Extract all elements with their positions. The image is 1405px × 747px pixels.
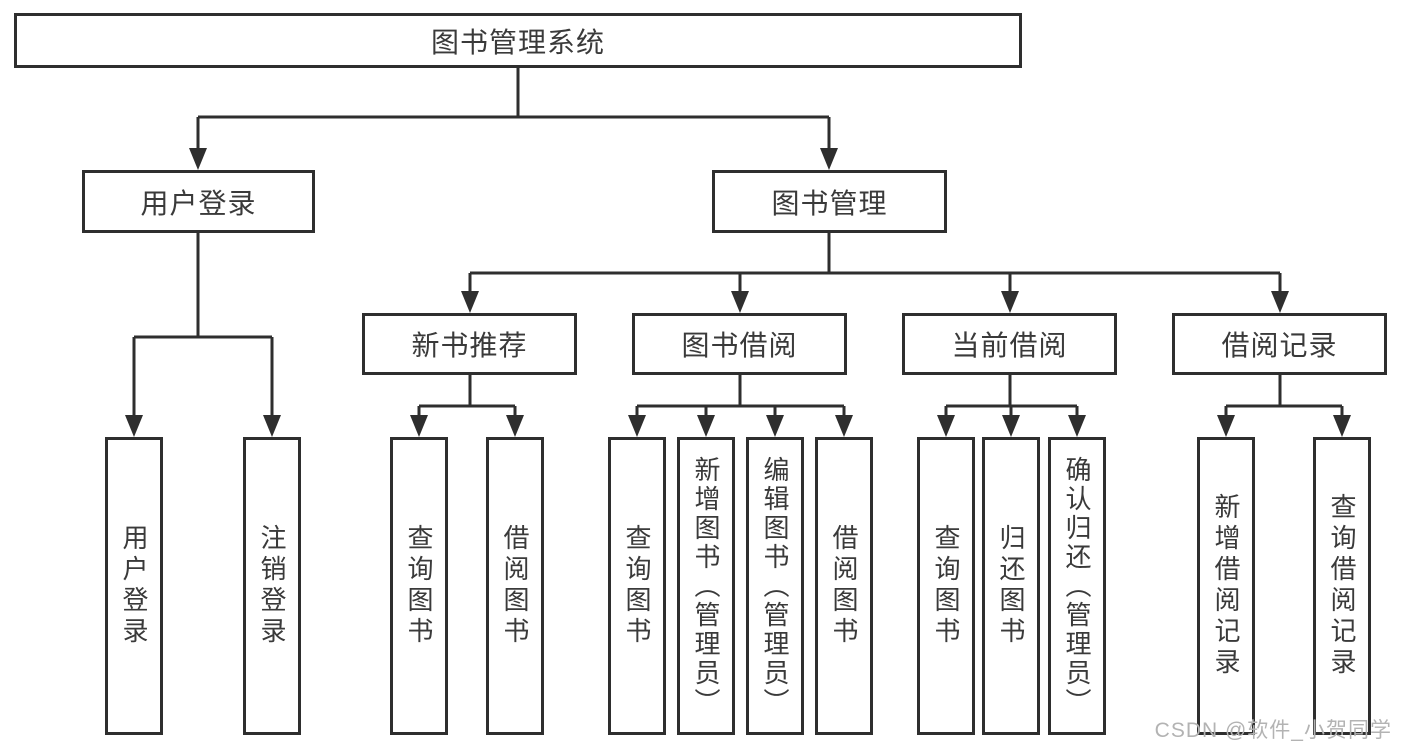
node-book-management: 图书管理 <box>712 170 947 233</box>
leaf-add-book-admin: 新增图书（管理员） <box>677 437 735 735</box>
node-current-borrowing: 当前借阅 <box>902 313 1117 375</box>
leaf-user-login: 用户登录 <box>105 437 163 735</box>
leaf-edit-book-admin: 编辑图书（管理员） <box>746 437 804 735</box>
node-new-book-recommend: 新书推荐 <box>362 313 577 375</box>
node-borrowing-records: 借阅记录 <box>1172 313 1387 375</box>
leaf-logout: 注销登录 <box>243 437 301 735</box>
leaf-add-borrow-record: 新增借阅记录 <box>1197 437 1255 735</box>
leaf-query-books-current: 查询图书 <box>917 437 975 735</box>
node-root-library-system: 图书管理系统 <box>14 13 1022 68</box>
leaf-confirm-return-admin: 确认归还（管理员） <box>1048 437 1106 735</box>
leaf-borrow-books: 借阅图书 <box>815 437 873 735</box>
leaf-query-books-recommend: 查询图书 <box>390 437 448 735</box>
leaf-borrow-books-recommend: 借阅图书 <box>486 437 544 735</box>
csdn-watermark: CSDN @软件_小贺同学 <box>1154 719 1392 742</box>
node-book-borrowing: 图书借阅 <box>632 313 847 375</box>
arrowheads <box>125 148 1351 437</box>
node-user-login: 用户登录 <box>82 170 315 233</box>
leaf-return-book: 归还图书 <box>982 437 1040 735</box>
leaf-query-borrow-record: 查询借阅记录 <box>1313 437 1371 735</box>
leaf-query-books-borrow: 查询图书 <box>608 437 666 735</box>
